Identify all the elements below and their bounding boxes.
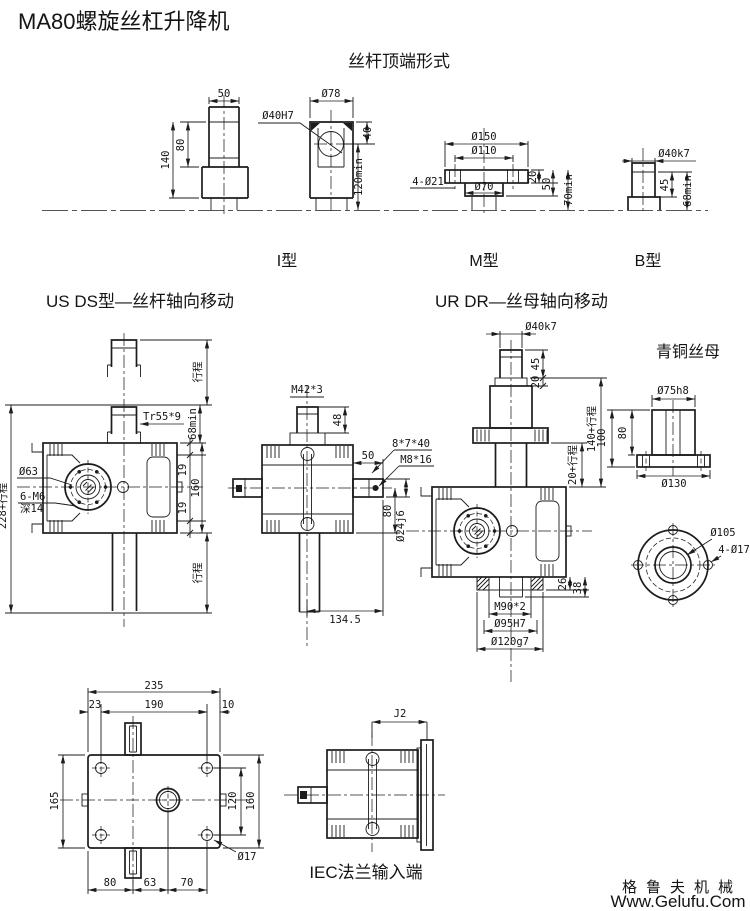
dim-depth14: 深14 <box>20 503 43 515</box>
urdr-view: Ø40k7 45 20 140+行程 20+行程 26 38 M90*2 Ø95… <box>406 321 607 682</box>
dim-ur-dia120: Ø120g7 <box>491 636 529 648</box>
dim-tr55: Tr55*9 <box>143 411 181 423</box>
dim-ur-dia40: Ø40k7 <box>525 321 557 333</box>
usds-side-view: M42*3 48 50 8*7*40 M8*16 80 Ø24j6 134.5 <box>228 384 434 648</box>
watermark-brand: 格鲁夫机械 <box>622 879 742 896</box>
bronze-nut-views: Ø75h8 100 80 Ø130 Ø105 4-Ø17 <box>596 385 750 607</box>
iec-heading: IEC法兰输入端 <box>309 863 422 882</box>
dim-nut-dia75: Ø75h8 <box>657 385 689 397</box>
dim-base-23: 23 <box>89 699 102 711</box>
urdr-heading: UR DR—丝母轴向移动 <box>435 292 608 311</box>
dim-ur-20: 20 <box>530 376 542 389</box>
dim-ur-140: 140+行程 <box>585 405 598 452</box>
top-section-heading: 丝杆顶端形式 <box>348 52 450 71</box>
dim-base-10: 10 <box>222 699 235 711</box>
dim-134: 134.5 <box>329 614 361 626</box>
type-m-label: M型 <box>469 252 498 270</box>
dim-base-235: 235 <box>145 680 164 692</box>
dim-ur-45: 45 <box>530 358 542 371</box>
dim-j2: J2 <box>394 708 407 720</box>
base-plate-view: 235 23 190 10 165 120 160 Ø17 80 63 70 <box>49 680 264 894</box>
type-i-view: 50 80 140 Ø78 Ø40H7 40 120min I型 <box>160 88 375 270</box>
dim-ur-dia95: Ø95H7 <box>494 618 526 630</box>
dim-80: 80 <box>382 505 394 518</box>
dim-19-bottom: 19 <box>177 502 189 515</box>
dim-m-110: Ø110 <box>471 145 496 157</box>
dim-b-45: 45 <box>659 179 671 192</box>
watermark-url: Www.Gelufu.Com <box>610 892 745 911</box>
dim-m-70min: 70min <box>563 174 575 206</box>
dim-m-70: Ø70 <box>475 181 494 193</box>
dim-key: 8*7*40 <box>392 438 430 450</box>
dim-i-80: 80 <box>175 139 187 152</box>
dim-base-80: 80 <box>104 877 117 889</box>
dim-base-70: 70 <box>181 877 194 889</box>
dim-228-stroke: 228+行程 <box>0 482 9 529</box>
dim-68min: 68min <box>187 408 199 440</box>
dim-nut-dia105: Ø105 <box>710 527 735 539</box>
dim-m-150: Ø150 <box>471 131 496 143</box>
type-m-view: Ø150 Ø110 4-Ø21 Ø70 20 50 70min M型 <box>410 128 575 270</box>
dim-i-120min: 120min <box>353 158 365 196</box>
dim-b-dia: Ø40k7 <box>658 148 690 160</box>
dim-6m6: 6-M6 <box>20 491 45 503</box>
dim-dia63: Ø63 <box>19 466 38 478</box>
dim-nut-80: 80 <box>617 427 629 440</box>
bronze-nut-heading: 青铜丝母 <box>656 343 720 361</box>
dim-m8: M8*16 <box>400 454 432 466</box>
dim-nut-100: 100 <box>596 429 608 448</box>
dim-i-bore: Ø40H7 <box>262 110 294 122</box>
usds-heading: US DS型—丝杆轴向移动 <box>46 292 234 311</box>
dim-i-78: Ø78 <box>322 88 341 100</box>
watermark: 格鲁夫机械 Www.Gelufu.Com <box>610 879 745 911</box>
dim-19-top: 19 <box>177 464 189 477</box>
dim-ur-26: 26 <box>557 578 569 591</box>
dim-base-190: 190 <box>145 699 164 711</box>
dim-b-68min: 68min <box>682 175 694 207</box>
dim-ur-38: 38 <box>572 582 584 595</box>
dim-base-63: 63 <box>144 877 157 889</box>
dim-i-40: 40 <box>362 127 374 140</box>
dim-m-bolts: 4-Ø21 <box>412 176 444 188</box>
usds-front-view: 行程 Tr55*9 68min 19 19 160 228+行程 行程 Ø63 … <box>0 333 212 627</box>
dim-m-20: 20 <box>527 171 539 184</box>
iec-flange-view: J2 IEC法兰输入端 <box>284 708 445 882</box>
dim-stroke-bottom: 行程 <box>191 562 204 583</box>
dim-48: 48 <box>332 414 344 427</box>
dim-nut-417: 4-Ø17 <box>718 544 750 556</box>
type-b-view: Ø40k7 45 68min B型 <box>622 148 696 270</box>
dim-50: 50 <box>362 450 375 462</box>
dim-base-120: 120 <box>227 792 239 811</box>
dim-i-width: 50 <box>218 88 231 100</box>
type-b-label: B型 <box>635 252 662 270</box>
dim-m-50: 50 <box>541 178 553 191</box>
dim-ur-20s: 20+行程 <box>566 445 579 485</box>
dim-nut-dia130: Ø130 <box>661 478 686 490</box>
dim-base-dia17: Ø17 <box>238 851 257 863</box>
dim-i-140: 140 <box>160 151 172 170</box>
type-i-label: I型 <box>277 252 297 270</box>
dim-m42: M42*3 <box>291 384 323 396</box>
dim-base-160: 160 <box>245 792 257 811</box>
dim-160: 160 <box>190 479 202 498</box>
page-title: MA80螺旋丝杠升降机 <box>18 9 229 34</box>
dim-dia24: Ø24j6 <box>395 510 407 542</box>
dim-ur-m90: M90*2 <box>494 601 526 613</box>
dim-base-165: 165 <box>49 792 61 811</box>
dim-stroke-top: 行程 <box>191 361 204 382</box>
